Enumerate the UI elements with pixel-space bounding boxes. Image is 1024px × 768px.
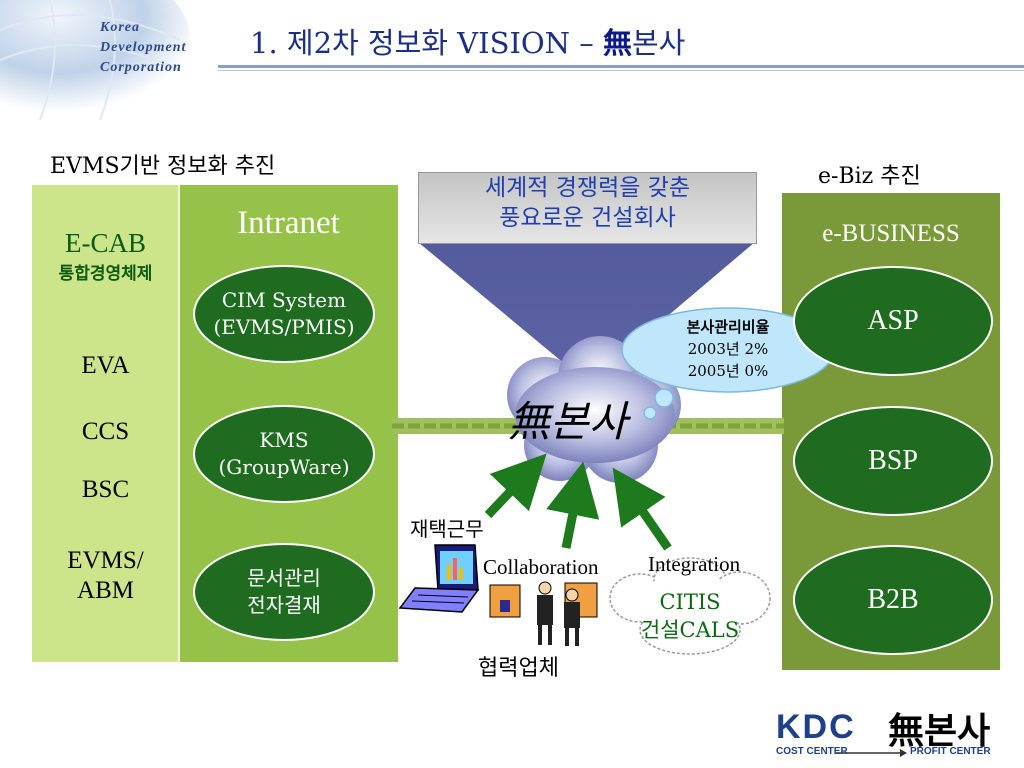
vision-funnel: [418, 242, 755, 375]
ecab-item-ccs: CCS: [81, 418, 130, 445]
cloud-label: 無본사: [508, 397, 628, 446]
footer-mu-bonsa: 無본사: [888, 710, 991, 752]
intranet-item-kms: KMS (GroupWare): [193, 405, 375, 503]
company-logo: Korea Development Corporation: [100, 18, 186, 78]
left-heading: EVMS기반 정보화 추진: [50, 154, 276, 179]
ecab-title: E-CAB: [65, 228, 146, 258]
citis-line: CITIS: [659, 590, 721, 614]
ecab-item-bsc: BSC: [81, 476, 130, 503]
title-prefix: 1. 제2차 정보화 VISION –: [250, 26, 603, 60]
integration-label: Integration: [648, 552, 741, 576]
ecab-item-eva: EVA: [81, 352, 130, 379]
laptop-icon: [398, 544, 480, 613]
title-mu: 無: [602, 26, 632, 60]
citis-line: 건설CALS: [640, 618, 740, 642]
logo-line: Development: [100, 40, 187, 55]
citis-text: CITIS 건설CALS: [620, 588, 760, 644]
ebiz-item-bsp: BSP: [793, 406, 993, 516]
telework-label: 재택근무: [410, 517, 484, 541]
globe-decoration: [0, 0, 190, 121]
logo-line: Corporation: [100, 60, 182, 75]
ebiz-item-b2b: B2B: [793, 545, 993, 655]
kdc-logo: KDC: [776, 708, 856, 746]
title-suffix: 본사: [632, 26, 686, 60]
ecab-panel: [32, 185, 179, 662]
bubble-title: 본사관리비율: [686, 318, 770, 336]
footer-arrow: [836, 749, 907, 757]
business-people-icon: [489, 581, 598, 646]
intranet-item-docs: 문서관리 전자결재: [193, 543, 375, 641]
ecab-item-evms-abm: EVMS/ ABM: [67, 547, 144, 604]
intranet-item-cim: CIM System (EVMS/PMIS): [193, 265, 375, 363]
logo-line: Korea: [100, 20, 140, 35]
collaboration-arrows: [484, 453, 672, 551]
bubble-text: 본사관리비율 2003년 2% 2005년 0%: [640, 316, 816, 382]
header-rule: [218, 65, 1024, 68]
bubble-line: 2003년 2%: [687, 340, 769, 358]
central-cloud: [507, 336, 681, 483]
ecab-header: E-CAB 통합경영체제: [32, 228, 179, 284]
cost-center-label: COST CENTER: [776, 746, 848, 757]
collaboration-label: Collaboration: [483, 555, 599, 579]
intranet-title: Intranet: [237, 205, 340, 241]
bubble-line: 2005년 0%: [687, 362, 769, 380]
ebiz-item-asp: ASP: [793, 266, 993, 376]
ebusiness-title: e-BUSINESS: [822, 220, 960, 247]
ecab-subtitle: 통합경영체제: [58, 264, 153, 284]
partner-label: 협력업체: [478, 656, 559, 681]
profit-center-label: PROFIT CENTER: [910, 746, 991, 757]
vision-box: 세계적 경쟁력을 갖춘 풍요로운 건설회사: [418, 172, 757, 244]
page-title: 1. 제2차 정보화 VISION – 無본사: [250, 20, 685, 62]
right-heading: e-Biz 추진: [818, 164, 921, 189]
citis-cloud: [609, 557, 771, 655]
